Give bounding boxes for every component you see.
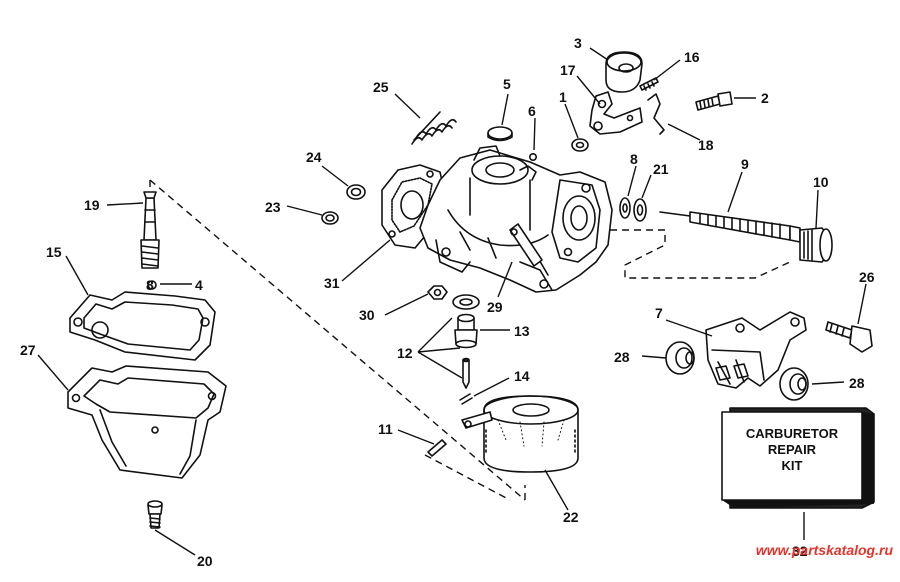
callout-18: 18	[698, 137, 714, 153]
callout-numbers: 19 15 8 4 27 20 23 24 31 25 5 6 30 29 13…	[20, 35, 875, 569]
callout-28-left: 28	[614, 349, 630, 365]
callout-12: 12	[397, 345, 413, 361]
part-8-packing	[619, 197, 631, 219]
part-21-packing-nut	[633, 198, 647, 222]
part-6-check-ball	[528, 153, 537, 162]
callout-4: 4	[195, 277, 203, 293]
part-23-nut	[321, 211, 339, 225]
callout-22: 22	[563, 509, 579, 525]
callout-8-right: 8	[630, 151, 638, 167]
part-18-link	[647, 93, 665, 135]
part-15-float-bowl-gasket	[69, 291, 216, 361]
part-30-nut	[427, 285, 448, 300]
part-9-high-speed-needle	[659, 211, 801, 243]
part-14-float-pin-clip	[459, 393, 473, 405]
part-13-inlet-seat-gasket	[452, 294, 480, 310]
callout-27: 27	[20, 342, 36, 358]
callout-19: 19	[84, 197, 100, 213]
part-24-lock-washer	[346, 184, 366, 200]
kit-text-line3: KIT	[782, 458, 803, 473]
part-7-bracket	[705, 311, 807, 389]
callout-10: 10	[813, 174, 829, 190]
part-29-float-lever	[509, 223, 543, 267]
part-3-cap	[605, 51, 643, 93]
callout-24: 24	[306, 149, 322, 165]
carburetor-body	[419, 145, 613, 293]
callout-13: 13	[514, 323, 530, 339]
callout-9: 9	[741, 156, 749, 172]
callout-16: 16	[684, 49, 700, 65]
callout-26: 26	[859, 269, 875, 285]
callout-15: 15	[46, 244, 62, 260]
part-5-welch-plug	[487, 126, 513, 142]
part-11-float-pin	[427, 439, 447, 457]
callout-20: 20	[197, 553, 213, 569]
part-2-screw	[695, 91, 733, 111]
callout-5: 5	[503, 76, 511, 92]
part-1-washer	[571, 138, 589, 152]
callout-28-right: 28	[849, 375, 865, 391]
part-10-needle-knob	[799, 227, 833, 263]
callout-17: 17	[560, 62, 576, 78]
part-20-drain-screw	[147, 500, 163, 529]
part-12-needle-and-seat	[454, 313, 478, 389]
part-4-washer	[147, 280, 157, 290]
callout-21: 21	[653, 161, 669, 177]
callout-25: 25	[373, 79, 389, 95]
part-17-throttle-lever	[589, 91, 643, 135]
callout-31: 31	[324, 275, 340, 291]
callout-2: 2	[761, 90, 769, 106]
part-25-spring	[411, 111, 457, 145]
callout-7: 7	[655, 305, 663, 321]
part-27-float-bowl	[67, 365, 227, 479]
part-19-needle-valve	[140, 191, 160, 269]
part-16-screw	[639, 77, 659, 91]
callout-11: 11	[378, 421, 393, 437]
watermark-text: www.partskatalog.ru	[756, 542, 894, 558]
leader-lines	[37, 47, 867, 556]
part-28-grommet-right	[779, 367, 809, 401]
callout-3: 3	[574, 35, 582, 51]
part-32-carburetor-repair-kit: CARBURETOR REPAIR KIT	[721, 407, 875, 509]
callout-29: 29	[487, 299, 503, 315]
callout-30: 30	[359, 307, 375, 323]
kit-text-line1: CARBURETOR	[746, 426, 839, 441]
part-22-float	[461, 395, 579, 473]
callout-1: 1	[559, 89, 567, 105]
callout-14: 14	[514, 368, 530, 384]
part-28-grommet-left	[665, 341, 695, 375]
kit-text-line2: REPAIR	[768, 442, 817, 457]
callout-32: 32	[792, 543, 808, 559]
part-26-screw	[825, 321, 873, 353]
callout-23: 23	[265, 199, 281, 215]
callout-6: 6	[528, 103, 536, 119]
callout-8-left: 8	[146, 277, 154, 293]
